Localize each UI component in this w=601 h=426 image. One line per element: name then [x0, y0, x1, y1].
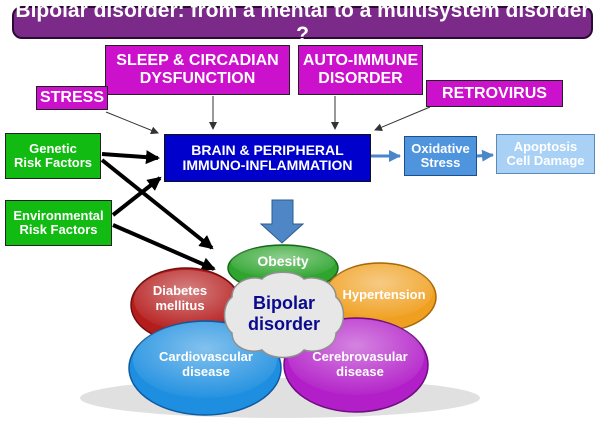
arrow-stress-to-brain — [105, 111, 159, 135]
apoptosis-box: Apoptosis Cell Damage — [496, 134, 595, 174]
retrovirus-box: RETROVIRUS — [426, 80, 563, 107]
puzzle-piece-center — [223, 271, 345, 359]
sleep-circadian-box: SLEEP & CIRCADIAN DYSFUNCTION — [105, 45, 290, 95]
arrow-environmental-to-brain — [111, 176, 162, 217]
cerebrovascular-label: Cerebrovasular disease — [312, 349, 408, 379]
brain-immuno-inflammation-box: BRAIN & PERIPHERAL IMMUNO-INFLAMMATION — [164, 134, 371, 182]
arrow-genetic-to-brain — [101, 150, 160, 165]
arrow-environmental-to-puzzle — [112, 223, 216, 271]
oxidative-stress-box: Oxidative Stress — [404, 136, 477, 176]
arrow-genetic-to-puzzle — [100, 158, 214, 250]
genetic-risk-box: Genetic Risk Factors — [5, 133, 101, 179]
diabetes-label: Diabetes mellitus — [152, 283, 208, 313]
arrow-retrovirus-to-brain — [374, 106, 431, 131]
autoimmune-box: AUTO-IMMUNE DISORDER — [298, 45, 423, 95]
environmental-risk-box: Environmental Risk Factors — [5, 200, 112, 246]
down-arrow-to-puzzle — [259, 199, 305, 244]
obesity-label: Obesity — [257, 253, 309, 269]
bipolar-disorder-label: Bipolar disorder — [247, 293, 321, 334]
cardiovascular-label: Cardiovascular disease — [159, 349, 253, 379]
arrow-oxidative-to-apoptosis — [476, 149, 494, 162]
stress-box: STRESS — [36, 86, 108, 110]
hypertension-label: Hypertension — [342, 287, 426, 302]
page-title: Bipolar disorder: from a mental to a mul… — [12, 0, 593, 46]
